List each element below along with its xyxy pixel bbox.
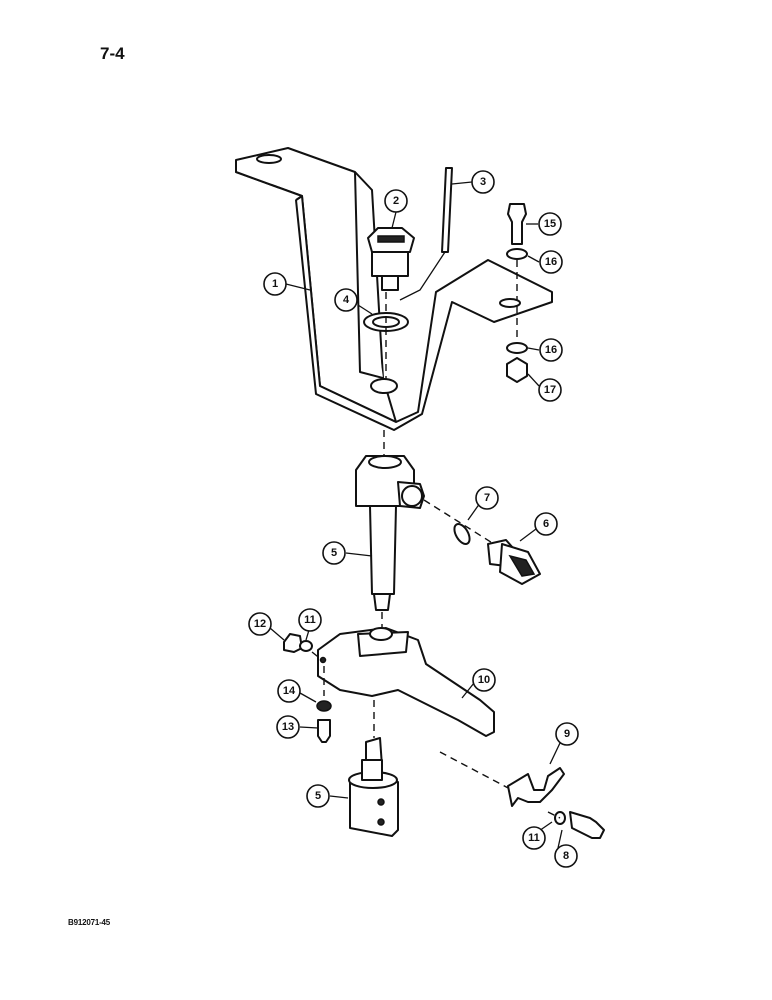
callout-6: 6 <box>534 512 558 536</box>
callout-5-lower: 5 <box>306 784 330 808</box>
callout-11-right: 11 <box>522 826 546 850</box>
clip <box>439 751 565 807</box>
callout-8: 8 <box>554 844 578 868</box>
washer-bolt-right <box>547 811 605 839</box>
svg-text:8: 8 <box>563 850 569 862</box>
svg-text:5: 5 <box>331 547 337 559</box>
mounting-bracket <box>235 147 553 431</box>
callout-14: 14 <box>277 679 301 703</box>
svg-text:16: 16 <box>545 344 557 356</box>
svg-text:14: 14 <box>283 685 296 697</box>
callout-16-lower: 16 <box>539 338 563 362</box>
fitting <box>367 227 415 291</box>
callout-15: 15 <box>538 212 562 236</box>
valve-body <box>348 737 399 837</box>
svg-text:3: 3 <box>480 176 486 188</box>
callout-3: 3 <box>471 170 495 194</box>
svg-text:12: 12 <box>254 618 266 630</box>
svg-text:13: 13 <box>282 721 294 733</box>
svg-text:7: 7 <box>484 492 490 504</box>
page-number: 7-4 <box>100 44 125 63</box>
figure-code: B912071-45 <box>68 918 111 927</box>
callout-1: 1 <box>263 272 287 296</box>
callout-10: 10 <box>472 668 496 692</box>
svg-text:4: 4 <box>343 294 350 306</box>
lever <box>317 627 495 737</box>
valve-body <box>355 455 425 611</box>
callout-13: 13 <box>276 715 300 739</box>
svg-text:6: 6 <box>543 518 549 530</box>
svg-text:10: 10 <box>478 674 490 686</box>
callout-11-left: 11 <box>298 608 322 632</box>
callout-2: 2 <box>384 189 408 213</box>
callout-4: 4 <box>334 288 358 312</box>
callout-9: 9 <box>555 722 579 746</box>
o-ring-washer <box>363 292 409 380</box>
svg-text:2: 2 <box>393 195 399 207</box>
adapter <box>487 539 541 585</box>
svg-text:1: 1 <box>272 278 278 290</box>
svg-text:5: 5 <box>315 790 321 802</box>
screw-washer <box>316 666 332 743</box>
svg-text:11: 11 <box>528 832 540 844</box>
svg-text:17: 17 <box>544 384 556 396</box>
callout-12: 12 <box>248 612 272 636</box>
rod <box>399 167 453 301</box>
callout-17: 17 <box>538 378 562 402</box>
nut-washer-left <box>283 633 323 661</box>
svg-text:11: 11 <box>304 614 316 626</box>
callout-5-upper: 5 <box>322 541 346 565</box>
svg-text:16: 16 <box>545 256 557 268</box>
callout-16-upper: 16 <box>539 250 563 274</box>
callout-7: 7 <box>475 486 499 510</box>
o-ring <box>423 499 495 545</box>
bolt-washer-nut-stack <box>506 203 528 383</box>
svg-text:9: 9 <box>564 728 570 740</box>
svg-text:15: 15 <box>544 218 556 230</box>
